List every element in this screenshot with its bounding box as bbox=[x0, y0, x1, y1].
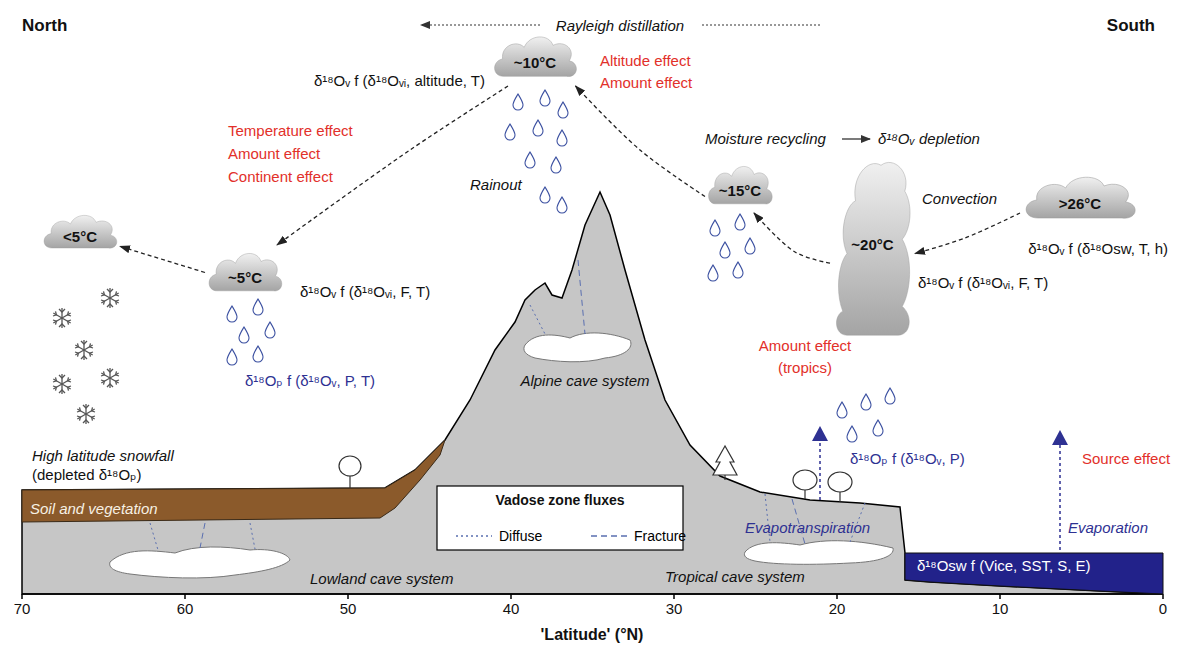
temperature-label: ~10°C bbox=[514, 54, 556, 71]
cloud-outline bbox=[836, 162, 910, 335]
tick-label: 30 bbox=[666, 600, 683, 617]
axis-title: 'Latitude' (°N) bbox=[541, 626, 644, 643]
effect-label: Continent effect bbox=[228, 168, 333, 185]
process-label: High latitude snowfall bbox=[32, 447, 174, 464]
legend-swatch bbox=[455, 531, 493, 541]
tick-label: 70 bbox=[14, 600, 31, 617]
node-text-group: >26°C bbox=[1059, 195, 1101, 212]
effect-label: (tropics) bbox=[778, 359, 832, 376]
cloud: <5°C bbox=[40, 208, 120, 256]
process-label: Moisture recycling bbox=[705, 130, 826, 147]
node-text-group: ~10°C bbox=[514, 54, 556, 71]
cloud-outline bbox=[44, 215, 117, 248]
temperature-label: ~20°C bbox=[851, 236, 893, 253]
compass-label: South bbox=[1107, 16, 1155, 35]
tick-label: 50 bbox=[340, 600, 357, 617]
legend-text: Fracture bbox=[634, 528, 686, 544]
snowflake bbox=[53, 288, 119, 424]
cave-label: Lowland cave system bbox=[310, 570, 453, 587]
compass-label: North bbox=[22, 16, 67, 35]
soil-outline bbox=[22, 440, 445, 522]
tick-label: 60 bbox=[177, 600, 194, 617]
cloud: ~10°C bbox=[490, 28, 580, 86]
node-text-group: ~15°C bbox=[719, 182, 761, 199]
process-label: δ¹⁸Oᵥ depletion bbox=[878, 130, 980, 147]
process-label: Convection bbox=[922, 190, 997, 207]
cloud-outline bbox=[209, 253, 282, 291]
formula-label: δ¹⁸Oᵥ f (δ¹⁸Oᵥᵢ, F, T) bbox=[300, 283, 430, 300]
cloud-outline bbox=[709, 166, 773, 204]
tick-label: 20 bbox=[829, 600, 846, 617]
node-text-group: Soil and vegetation bbox=[30, 500, 158, 517]
formula-label: (depleted δ¹⁸Oₚ) bbox=[32, 466, 141, 483]
formula-label: δ¹⁸Oᵥ f (δ¹⁸Oᵥᵢ, F, T) bbox=[918, 274, 1048, 291]
tick-label: 40 bbox=[503, 600, 520, 617]
temperature-label: <5°C bbox=[63, 228, 97, 245]
formula-label: δ¹⁸Oᵥ f (δ¹⁸Oᵥᵢ, altitude, T) bbox=[314, 72, 485, 89]
cave-label: Alpine cave system bbox=[520, 372, 649, 389]
process-label: Rainout bbox=[470, 176, 522, 193]
effect-label: Amount effect bbox=[228, 145, 320, 162]
recycling-arrow bbox=[842, 138, 870, 139]
cloud: >26°C bbox=[1020, 168, 1140, 228]
tick-label: 0 bbox=[1159, 600, 1167, 617]
formula-label: δ¹⁸Oᵥ f (δ¹⁸Osw, T, h) bbox=[1028, 240, 1168, 257]
temperature-label: ~5°C bbox=[228, 269, 262, 286]
cloud: ~15°C bbox=[705, 158, 775, 213]
node-text-group: <5°C bbox=[63, 228, 97, 245]
moisture-transport-arrow bbox=[576, 86, 706, 197]
temperature-label: ~15°C bbox=[719, 182, 761, 199]
cave-label: Tropical cave system bbox=[665, 568, 805, 585]
cloud: ~5°C bbox=[205, 245, 285, 300]
node-text-group: ~5°C bbox=[228, 269, 262, 286]
rain-drop bbox=[227, 90, 895, 442]
effect-label: Altitude effect bbox=[600, 52, 691, 69]
legend-text: Diffuse bbox=[499, 528, 542, 544]
legend-heading: Vadose zone fluxes bbox=[495, 492, 624, 509]
effect-label: Amount effect bbox=[600, 74, 692, 91]
node-text-group: δ¹⁸Osw f (Vice, SST, S, E) bbox=[917, 557, 1091, 574]
latitude-axis bbox=[22, 594, 1163, 599]
effect-label: Source effect bbox=[1082, 450, 1170, 467]
ocean-outline bbox=[905, 553, 1163, 594]
legend-item: Fracture bbox=[590, 528, 686, 544]
moisture-transport-arrow bbox=[120, 246, 205, 272]
convection-cloud: ~20°C bbox=[830, 148, 915, 340]
band-label: Soil and vegetation bbox=[30, 500, 158, 517]
legend-item: Diffuse bbox=[455, 528, 542, 544]
effect-label: Amount effect bbox=[759, 337, 851, 354]
land-mass bbox=[22, 192, 1163, 594]
ocean-band: δ¹⁸Osw f (Vice, SST, S, E) bbox=[905, 553, 1163, 595]
cave bbox=[110, 333, 894, 578]
moisture-transport-arrow bbox=[754, 213, 830, 263]
moisture-transport-arrow bbox=[915, 213, 1020, 254]
process-label: Rayleigh distillation bbox=[556, 17, 684, 34]
node-text-group: ~20°C bbox=[851, 236, 893, 253]
legend-swatch bbox=[590, 531, 628, 541]
effect-label: Temperature effect bbox=[228, 122, 353, 139]
precipitation-formula: δ¹⁸Oₚ f (δ¹⁸Oᵥ, P) bbox=[850, 450, 965, 467]
temperature-label: >26°C bbox=[1059, 195, 1101, 212]
cloud-outline bbox=[1026, 177, 1135, 218]
precipitation-formula: δ¹⁸Oₚ f (δ¹⁸Oᵥ, P, T) bbox=[245, 372, 375, 389]
flux-label: Evapotranspiration bbox=[745, 519, 870, 536]
cloud-outline bbox=[495, 37, 577, 77]
moisture-transport-arrow bbox=[277, 86, 508, 245]
band-label: δ¹⁸Osw f (Vice, SST, S, E) bbox=[917, 557, 1091, 574]
tick-label: 10 bbox=[992, 600, 1009, 617]
flux-label: Evaporation bbox=[1068, 519, 1148, 536]
